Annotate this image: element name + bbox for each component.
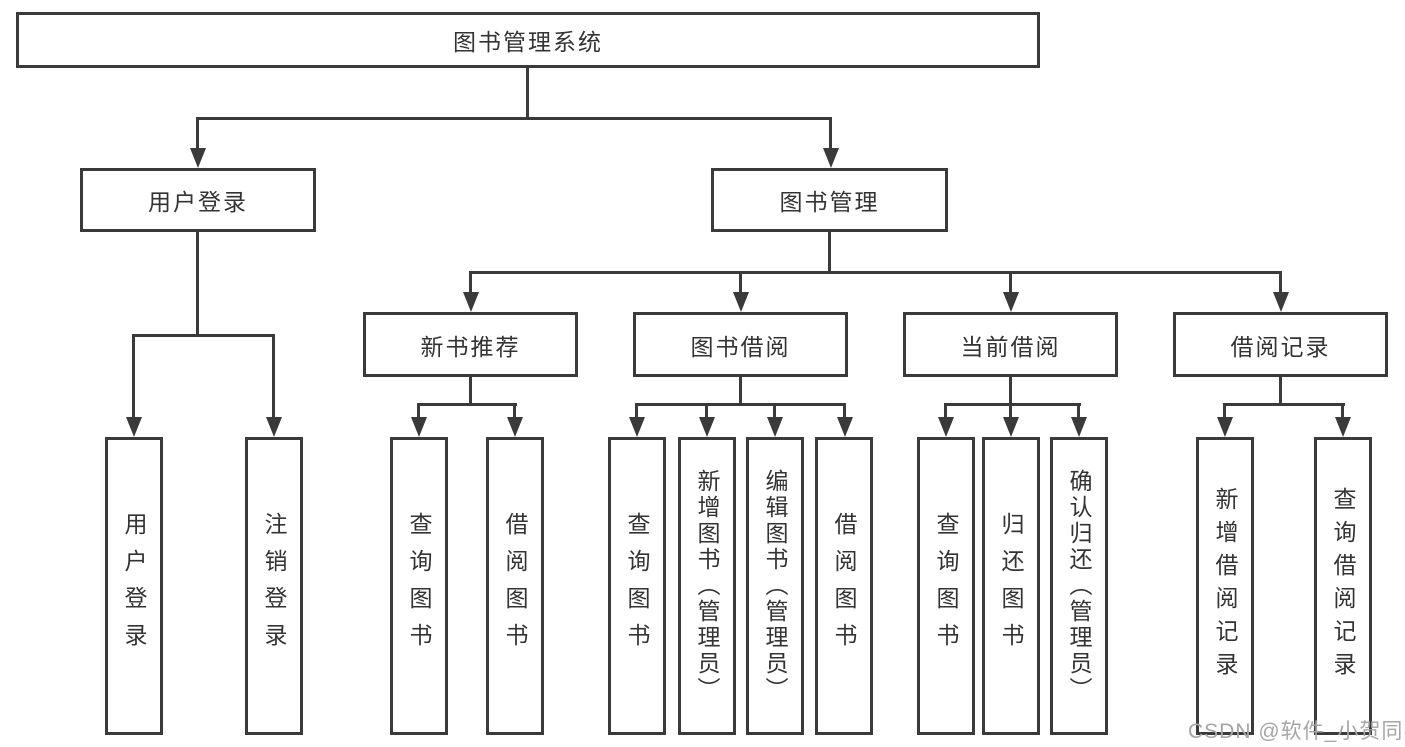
node-root: 图书管理系统 — [16, 12, 1040, 68]
leaf-borrow-query: 查询图书 — [608, 437, 666, 735]
node-book-borrow: 图书借阅 — [633, 312, 848, 377]
arrow-down-icon — [190, 148, 206, 168]
connector-line — [739, 377, 742, 406]
arrow-down-icon — [1217, 417, 1233, 437]
leaf-user-login-label: 用户登录 — [121, 512, 147, 660]
arrow-down-icon — [938, 417, 954, 437]
connector-line — [196, 232, 199, 336]
node-new-book-recommend: 新书推荐 — [363, 312, 578, 377]
arrow-down-icon — [823, 148, 839, 168]
leaf-current-confirm-admin-label: 确认归还（管理员） — [1066, 469, 1092, 703]
connector-line — [705, 403, 708, 420]
arrow-down-icon — [463, 292, 479, 312]
connector-line — [417, 403, 517, 406]
leaf-borrow-borrow-label: 借阅图书 — [831, 512, 857, 660]
leaf-borrow-add-admin-label: 新增图书（管理员） — [694, 469, 720, 703]
connector-line — [944, 403, 1081, 406]
connector-line — [1279, 377, 1282, 406]
leaf-current-confirm-admin: 确认归还（管理员） — [1050, 437, 1108, 735]
connector-line — [417, 403, 420, 420]
connector-line — [526, 68, 529, 118]
connector-line — [513, 403, 516, 420]
node-new-book-recommend-label: 新书推荐 — [420, 333, 521, 360]
arrow-down-icon — [699, 417, 715, 437]
arrow-down-icon — [837, 417, 853, 437]
csdn-watermark: CSDN @软件_小贺同学 — [1188, 720, 1405, 743]
connector-line — [196, 117, 832, 120]
connector-line — [739, 271, 742, 296]
node-book-management: 图书管理 — [711, 168, 948, 232]
leaf-borrow-edit-admin: 编辑图书（管理员） — [746, 437, 804, 735]
leaf-newbook-borrow-label: 借阅图书 — [502, 512, 528, 660]
leaf-borrow-add-admin: 新增图书（管理员） — [678, 437, 736, 735]
connector-line — [1077, 403, 1080, 420]
connector-line — [635, 403, 846, 406]
arrow-down-icon — [411, 417, 427, 437]
node-book-borrow-label: 图书借阅 — [690, 333, 791, 360]
leaf-logout-label: 注销登录 — [261, 512, 287, 660]
connector-line — [132, 334, 275, 337]
node-user-login: 用户登录 — [80, 168, 316, 232]
arrow-down-icon — [507, 417, 523, 437]
connector-line — [828, 232, 831, 274]
leaf-user-login: 用户登录 — [105, 437, 163, 735]
node-current-borrow: 当前借阅 — [903, 312, 1118, 377]
arrow-down-icon — [767, 417, 783, 437]
leaf-records-query-label: 查询借阅记录 — [1330, 487, 1356, 685]
arrow-down-icon — [629, 417, 645, 437]
arrow-down-icon — [1071, 417, 1087, 437]
connector-line — [469, 377, 472, 406]
node-root-label: 图书管理系统 — [453, 29, 603, 55]
arrow-down-icon — [1335, 417, 1351, 437]
leaf-borrow-borrow: 借阅图书 — [815, 437, 873, 735]
arrow-down-icon — [1273, 292, 1289, 312]
leaf-borrow-query-label: 查询图书 — [624, 512, 650, 660]
leaf-records-query: 查询借阅记录 — [1314, 437, 1372, 735]
leaf-current-return: 归还图书 — [982, 437, 1040, 735]
node-book-management-label: 图书管理 — [779, 189, 880, 215]
leaf-newbook-borrow: 借阅图书 — [486, 437, 544, 735]
connector-line — [1341, 403, 1344, 420]
connector-line — [1009, 403, 1012, 420]
leaf-newbook-query-label: 查询图书 — [406, 512, 432, 660]
connector-line — [829, 117, 832, 151]
connector-line — [773, 403, 776, 420]
connector-line — [272, 334, 275, 420]
node-user-login-label: 用户登录 — [148, 189, 248, 215]
connector-line — [1009, 271, 1012, 296]
node-borrow-records-label: 借阅记录 — [1230, 333, 1331, 360]
connector-line — [843, 403, 846, 420]
arrow-down-icon — [126, 417, 142, 437]
connector-line — [635, 403, 638, 420]
connector-line — [1223, 403, 1226, 420]
connector-line — [1223, 403, 1345, 406]
leaf-newbook-query: 查询图书 — [390, 437, 448, 735]
leaf-records-add: 新增借阅记录 — [1196, 437, 1254, 735]
connector-line — [469, 271, 472, 296]
node-current-borrow-label: 当前借阅 — [960, 333, 1061, 360]
connector-line — [469, 271, 1282, 274]
leaf-current-query: 查询图书 — [917, 437, 975, 735]
arrow-down-icon — [1003, 292, 1019, 312]
leaf-logout: 注销登录 — [245, 437, 303, 735]
connector-line — [132, 334, 135, 420]
connector-line — [944, 403, 947, 420]
connector-line — [1009, 377, 1012, 406]
leaf-records-add-label: 新增借阅记录 — [1212, 487, 1238, 685]
arrow-down-icon — [266, 417, 282, 437]
leaf-current-return-label: 归还图书 — [998, 512, 1024, 660]
leaf-current-query-label: 查询图书 — [933, 512, 959, 660]
node-borrow-records: 借阅记录 — [1173, 312, 1388, 377]
leaf-borrow-edit-admin-label: 编辑图书（管理员） — [762, 469, 788, 703]
arrow-down-icon — [733, 292, 749, 312]
connector-line — [1279, 271, 1282, 296]
connector-line — [196, 117, 199, 151]
arrow-down-icon — [1003, 417, 1019, 437]
